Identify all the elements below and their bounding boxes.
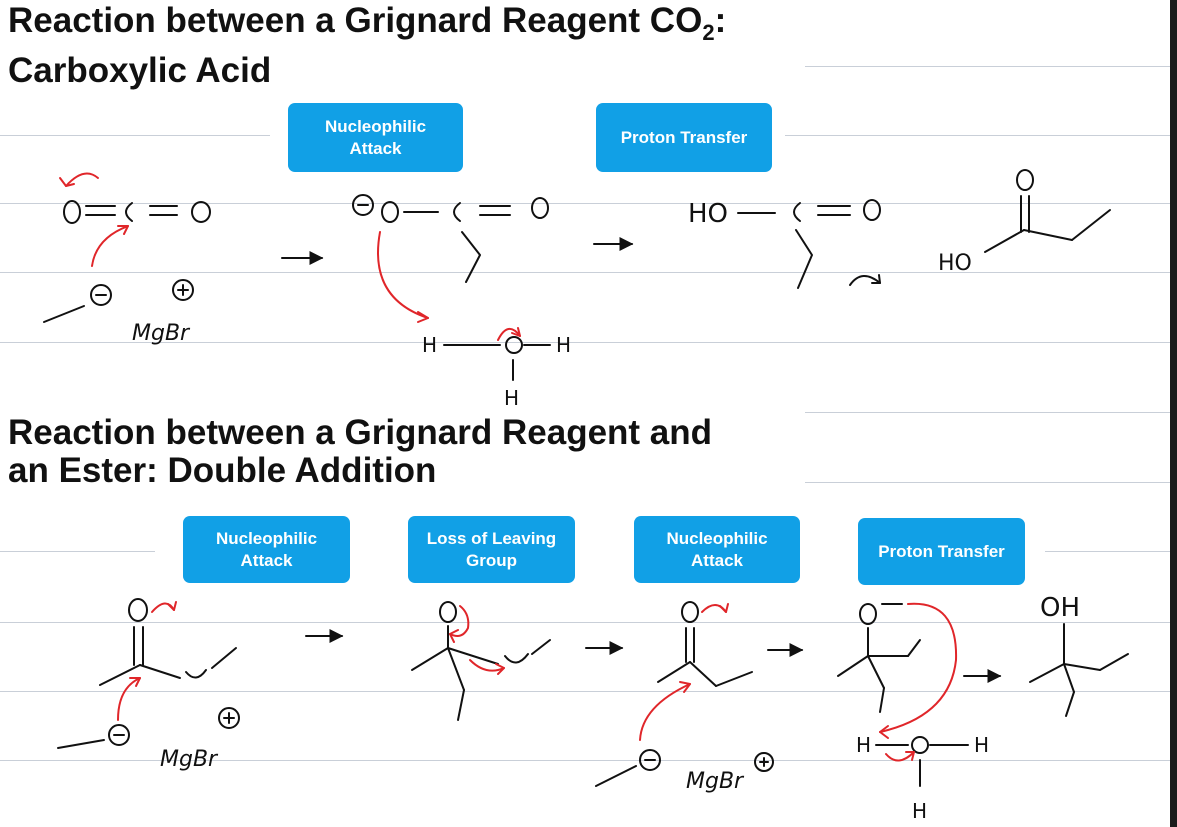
curved-arrow bbox=[495, 663, 505, 675]
curved-arrow bbox=[639, 683, 691, 741]
step-box-proton-transfer: Proton Transfer bbox=[858, 518, 1025, 585]
svg-text:OH: OH bbox=[1040, 593, 1080, 623]
svg-text:H: H bbox=[856, 733, 871, 757]
svg-text:H: H bbox=[912, 799, 927, 823]
methyl-bond bbox=[595, 765, 637, 787]
ruled-line bbox=[805, 412, 1177, 413]
svg-text:HO: HO bbox=[688, 199, 728, 229]
step-box-loss-of-leaving-group: Loss of Leaving Group bbox=[408, 516, 575, 583]
carboxylate-molecule bbox=[352, 194, 549, 283]
curved-arrow bbox=[879, 602, 958, 733]
ruled-line bbox=[805, 66, 1177, 67]
curved-arrow bbox=[879, 725, 889, 739]
ruled-line bbox=[0, 272, 1177, 273]
curved-arrow bbox=[65, 172, 99, 187]
tetrahedral-intermediate bbox=[411, 601, 551, 721]
mgbr-label: MgBr bbox=[160, 747, 219, 772]
curved-arrow bbox=[885, 751, 915, 762]
section1-title-line1: Reaction between a Grignard Reagent CO2: bbox=[8, 1, 727, 46]
svg-text:HO: HO bbox=[938, 251, 972, 276]
ruled-line bbox=[0, 551, 155, 552]
ruled-line bbox=[0, 691, 1177, 692]
curved-arrow bbox=[449, 605, 470, 637]
section2-title-line1: Reaction between a Grignard Reagent and bbox=[8, 413, 713, 452]
curved-arrow bbox=[59, 177, 75, 187]
water-molecule: H H H bbox=[856, 733, 989, 823]
curved-arrow bbox=[469, 659, 505, 672]
step-box-nucleophilic-attack: Nucleophilic Attack bbox=[634, 516, 800, 583]
positive-charge bbox=[172, 279, 194, 301]
methyl-bond bbox=[43, 305, 85, 323]
ruled-line bbox=[805, 482, 1177, 483]
tertiary-alcohol-product: OH bbox=[1029, 593, 1129, 717]
svg-text:H: H bbox=[422, 333, 437, 357]
curved-arrow bbox=[871, 274, 881, 284]
negative-charge bbox=[90, 284, 112, 306]
curved-arrow bbox=[905, 751, 915, 761]
section1-title-line2: Carboxylic Acid bbox=[8, 51, 272, 90]
curved-arrow bbox=[849, 275, 881, 286]
page-edge bbox=[1170, 0, 1177, 827]
ruled-line bbox=[0, 342, 1177, 343]
section1-title: Reaction between a Grignard Reagent CO2:… bbox=[8, 2, 726, 90]
positive-charge bbox=[754, 752, 774, 772]
curved-arrow bbox=[449, 629, 459, 643]
water-molecule: H H H bbox=[422, 333, 571, 410]
ruled-line bbox=[0, 135, 270, 136]
section2-title: Reaction between a Grignard Reagent and … bbox=[8, 414, 712, 490]
curved-arrow bbox=[719, 603, 729, 613]
svg-text:H: H bbox=[974, 733, 989, 757]
svg-text:H: H bbox=[504, 386, 519, 410]
curved-arrow bbox=[377, 231, 429, 319]
step-box-nucleophilic-attack: Nucleophilic Attack bbox=[183, 516, 350, 583]
curved-arrow bbox=[417, 311, 429, 323]
step-box-nucleophilic-attack: Nucleophilic Attack bbox=[288, 103, 463, 172]
co2-molecule bbox=[63, 200, 211, 224]
ruled-line bbox=[785, 135, 1177, 136]
svg-text:H: H bbox=[556, 333, 571, 357]
mgbr-label: MgBr bbox=[132, 321, 191, 346]
alkoxide-molecule bbox=[837, 603, 921, 713]
curved-arrow bbox=[497, 328, 521, 341]
curved-arrow bbox=[117, 677, 141, 721]
negative-charge bbox=[639, 749, 661, 771]
methyl-bond bbox=[57, 739, 105, 749]
mgbr-label: MgBr bbox=[686, 769, 745, 794]
curved-arrow bbox=[679, 681, 691, 693]
negative-charge bbox=[108, 724, 130, 746]
positive-charge bbox=[218, 707, 240, 729]
curved-arrow bbox=[167, 601, 177, 611]
carboxylic-acid-molecule: HO bbox=[688, 199, 881, 289]
ester-molecule bbox=[99, 598, 237, 686]
curved-arrow bbox=[129, 677, 141, 687]
curved-arrow bbox=[511, 327, 521, 337]
propanoic-acid-product: HO bbox=[938, 169, 1111, 276]
step-box-proton-transfer: Proton Transfer bbox=[596, 103, 772, 172]
curved-arrow bbox=[91, 225, 129, 267]
ruled-line bbox=[0, 203, 1177, 204]
ruled-line bbox=[0, 622, 1177, 623]
section2-title-line2: an Ester: Double Addition bbox=[8, 451, 437, 490]
curved-arrow bbox=[117, 225, 129, 235]
ruled-line bbox=[0, 760, 1177, 761]
ketone-molecule bbox=[657, 601, 753, 687]
ruled-line bbox=[1045, 551, 1177, 552]
